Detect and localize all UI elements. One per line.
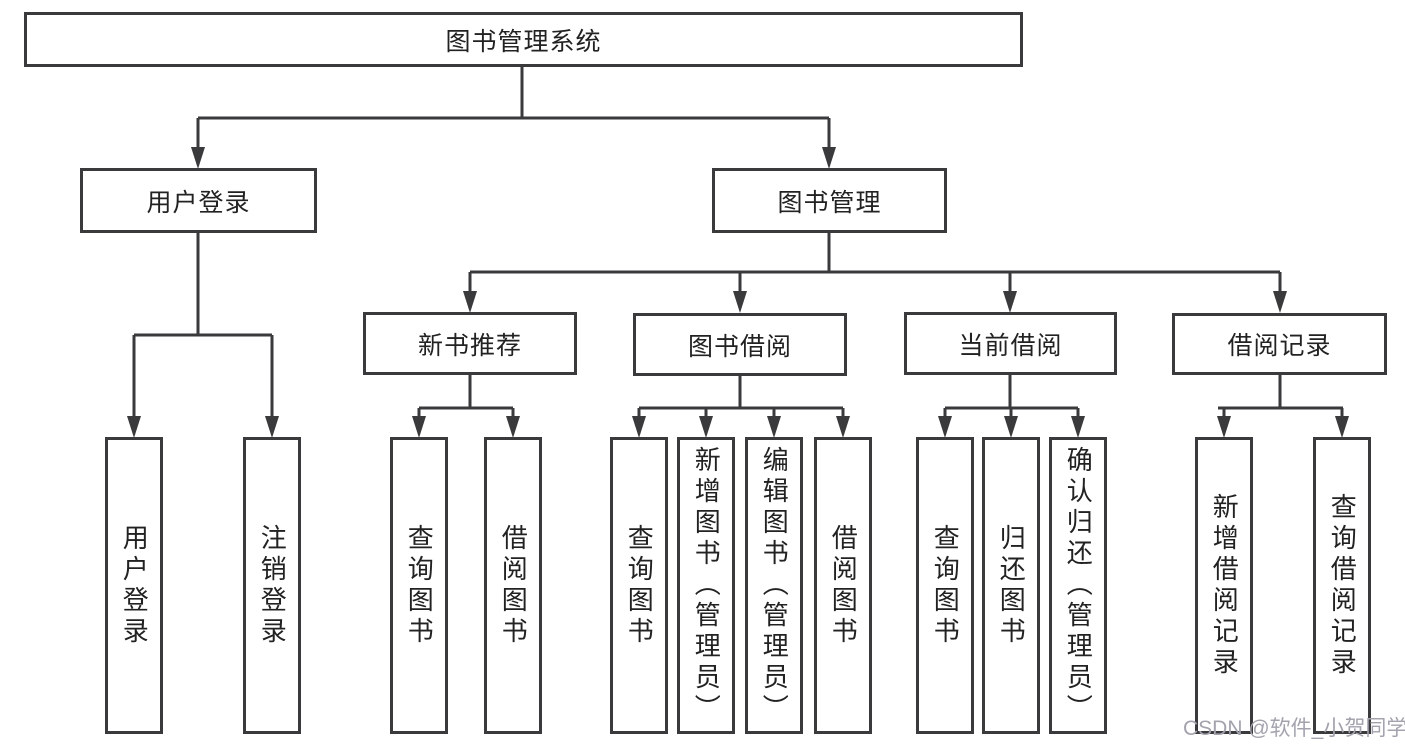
- node-new-book-recommendation: 新书推荐: [363, 312, 577, 375]
- connector-user-login-to-leaves: [132, 233, 274, 420]
- connector-new-book-rec-to-leaves: [417, 375, 515, 421]
- arrow-down-icon: [412, 416, 426, 438]
- arrow-down-icon: [127, 416, 141, 438]
- leaf-return-book: 归还图书: [982, 437, 1040, 734]
- node-book-borrowing: 图书借阅: [633, 313, 847, 376]
- arrow-down-icon: [836, 416, 850, 438]
- arrow-down-icon: [1217, 416, 1231, 438]
- node-book-management: 图书管理: [712, 168, 947, 233]
- leaf-query-books: 查询图书: [390, 437, 448, 734]
- arrowheads: [127, 147, 1349, 438]
- connector-book-mgmt-to-groups: [468, 233, 1282, 295]
- connector-borrow-records-to-leaves: [1218, 375, 1344, 421]
- arrow-down-icon: [191, 147, 205, 169]
- arrow-down-icon: [1335, 416, 1349, 438]
- leaf-borrow-books: 借阅图书: [814, 437, 872, 734]
- arrow-down-icon: [1004, 416, 1018, 438]
- arrow-down-icon: [265, 416, 279, 438]
- arrow-down-icon: [733, 291, 747, 313]
- arrow-down-icon: [506, 416, 520, 438]
- arrow-down-icon: [767, 416, 781, 438]
- arrow-down-icon: [822, 147, 836, 169]
- arrow-down-icon: [699, 416, 713, 438]
- connector-book-borrow-to-leaves: [637, 376, 845, 421]
- leaf-confirm-return-admin: 确认归还（管理员）: [1049, 437, 1107, 734]
- connector-current-borrow-to-leaves: [943, 375, 1080, 421]
- leaf-add-borrow-record: 新增借阅记录: [1195, 437, 1253, 734]
- leaf-add-book-admin: 新增图书（管理员）: [677, 437, 735, 734]
- leaf-logout: 注销登录: [243, 437, 301, 734]
- leaf-user-login: 用户登录: [105, 437, 163, 734]
- leaf-edit-book-admin: 编辑图书（管理员）: [745, 437, 803, 734]
- arrow-down-icon: [1273, 291, 1287, 313]
- arrow-down-icon: [1071, 416, 1085, 438]
- leaf-query-borrow-record: 查询借阅记录: [1313, 437, 1371, 734]
- watermark: CSDN @软件_小贺同学: [1183, 717, 1405, 740]
- leaf-query-books: 查询图书: [610, 437, 668, 734]
- arrow-down-icon: [938, 416, 952, 438]
- node-library-management-system: 图书管理系统: [24, 12, 1023, 67]
- node-current-borrowing: 当前借阅: [904, 312, 1117, 375]
- arrow-down-icon: [463, 291, 477, 313]
- leaf-borrow-books: 借阅图书: [484, 437, 542, 734]
- arrow-down-icon: [1003, 291, 1017, 313]
- leaf-query-books: 查询图书: [916, 437, 974, 734]
- arrow-down-icon: [632, 416, 646, 438]
- connector-root-to-level2: [196, 66, 831, 151]
- node-borrowing-records: 借阅记录: [1172, 313, 1387, 375]
- node-user-login: 用户登录: [80, 168, 317, 233]
